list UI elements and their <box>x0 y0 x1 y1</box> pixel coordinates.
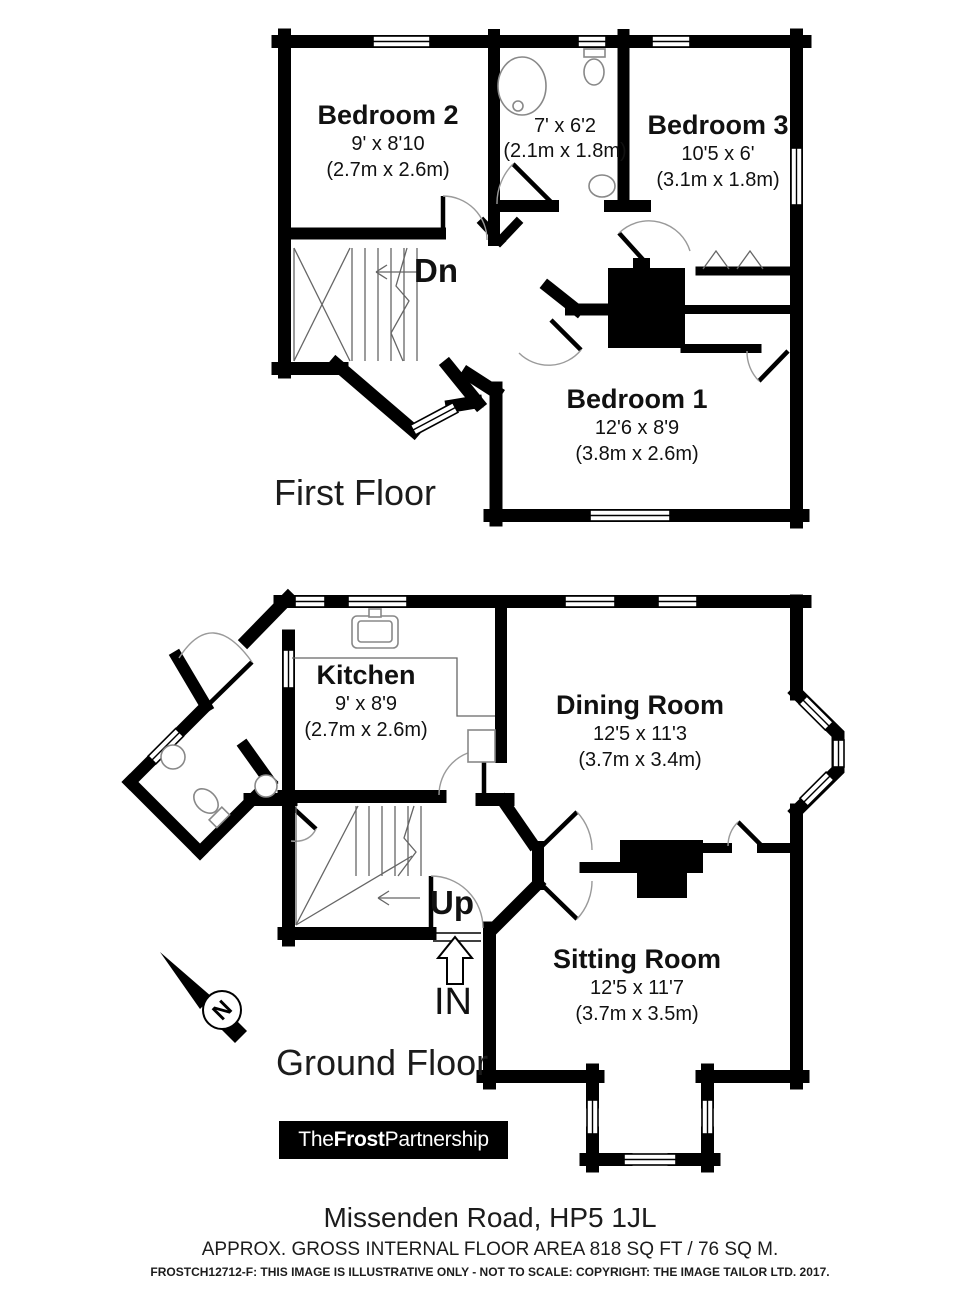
room-dims-ft: 12'6 x 8'9 <box>594 417 680 440</box>
ground-floor-windows <box>146 595 845 1166</box>
room-name: Sitting Room <box>553 944 721 974</box>
first-floor-plan <box>271 28 812 529</box>
first-floor-chimney <box>608 258 685 348</box>
floor-area-note: APPROX. GROSS INTERNAL FLOOR AREA 818 SQ… <box>201 1239 779 1260</box>
compass-icon: N <box>160 952 247 1043</box>
room-label-bathroom: 7' x 6'2 (2.1m x 1.8m) <box>490 113 640 163</box>
bathroom-fixtures <box>497 48 616 198</box>
stairs-up-arrow <box>377 890 420 906</box>
kitchen-fixtures <box>292 608 496 763</box>
entrance-label: IN <box>434 981 472 1023</box>
room-name: Bedroom 1 <box>566 384 708 414</box>
wc-fixtures <box>160 744 278 829</box>
room-dims-ft: 9' x 8'10 <box>351 133 425 156</box>
room-dims-m: (2.7m x 2.6m) <box>304 718 428 741</box>
room-label-bedroom3: Bedroom 3 10'5 x 6' (3.1m x 1.8m) <box>603 110 833 192</box>
room-dims-m: (3.7m x 3.5m) <box>575 1002 699 1025</box>
room-label-kitchen: Kitchen 9' x 8'9 (2.7m x 2.6m) <box>281 660 451 742</box>
room-label-dining-room: Dining Room 12'5 x 11'3 (3.7m x 3.4m) <box>525 690 755 772</box>
ground-floor-title: Ground Floor <box>276 1042 489 1083</box>
ground-floor-plan <box>121 588 845 1173</box>
ground-floor-doors <box>178 632 764 942</box>
disclaimer-note: FROSTCH12712-F: THIS IMAGE IS ILLUSTRATI… <box>150 1265 830 1279</box>
room-dims-m: (2.1m x 1.8m) <box>503 140 627 163</box>
room-dims-m: (2.7m x 2.6m) <box>326 158 450 181</box>
property-address: Missenden Road, HP5 1JL <box>323 1202 657 1233</box>
room-dims-ft: 12'5 x 11'3 <box>592 723 687 746</box>
stairs-up-label: Up <box>430 884 474 921</box>
room-label-bedroom2: Bedroom 2 9' x 8'10 (2.7m x 2.6m) <box>273 100 503 182</box>
room-dims-m: (3.8m x 2.6m) <box>575 442 699 465</box>
first-floor-title: First Floor <box>274 472 436 513</box>
room-name: Dining Room <box>556 690 724 720</box>
room-dims-ft: 12'5 x 11'7 <box>589 977 684 1000</box>
room-dims-m: (3.1m x 1.8m) <box>656 168 780 191</box>
room-dims-ft: 10'5 x 6' <box>681 143 755 166</box>
footer: Missenden Road, HP5 1JL APPROX. GROSS IN… <box>0 1202 980 1279</box>
room-name: Bedroom 3 <box>647 110 789 140</box>
first-floor-windows <box>372 35 803 522</box>
ground-floor-stairs <box>295 805 422 926</box>
first-floor-walls <box>271 28 812 529</box>
room-dims-m: (3.7m x 3.4m) <box>578 748 702 771</box>
room-label-bedroom1: Bedroom 1 12'6 x 8'9 (3.8m x 2.6m) <box>522 384 752 466</box>
room-name: Bedroom 2 <box>317 100 459 130</box>
room-dims-ft: 9' x 8'9 <box>334 693 398 716</box>
entrance-arrow-icon <box>435 935 475 985</box>
stairs-down-arrow <box>375 264 418 280</box>
stairs-down-label: Dn <box>414 252 458 289</box>
room-name: Kitchen <box>316 660 416 690</box>
logo-the: The <box>298 1128 334 1151</box>
logo-frost: Frost <box>333 1128 385 1151</box>
room-dims-ft: 7' x 6'2 <box>533 115 597 137</box>
first-floor-stairs <box>293 247 418 362</box>
room-label-sitting-room: Sitting Room 12'5 x 11'7 (3.7m x 3.5m) <box>522 944 752 1026</box>
ground-floor-chimney <box>620 840 703 898</box>
logo-partnership: Partnership <box>384 1128 489 1151</box>
first-floor-doors <box>440 162 790 383</box>
